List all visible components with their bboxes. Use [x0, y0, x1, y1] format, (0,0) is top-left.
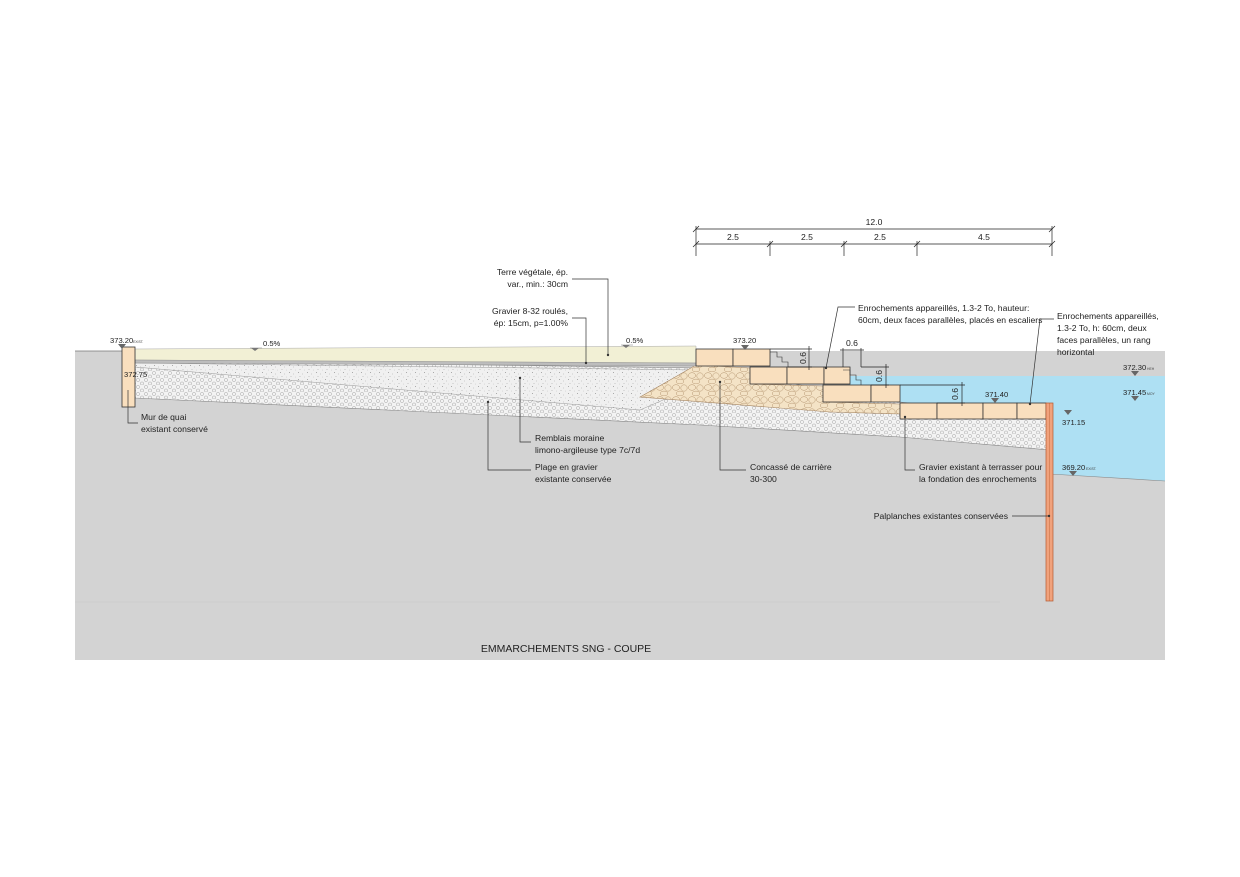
dim-segment-4: 4.5 — [978, 232, 990, 242]
slope-left: 0.5% — [263, 339, 281, 348]
level-high-water: 372.30 — [1123, 363, 1146, 372]
label-existing-gravel-l2: la fondation des enrochements — [919, 474, 1037, 484]
label-quay-wall-l2: existant conservé — [141, 424, 208, 434]
label-topsoil-l1: Terre végétale, ép. — [497, 267, 568, 277]
dim-segment-2: 2.5 — [801, 232, 813, 242]
rock-blocks-steps — [695, 348, 1047, 420]
label-rock-row-l2: 1.3-2 To, h: 60cm, deux — [1057, 323, 1147, 333]
dim-block-height-3: 0.6 — [950, 388, 960, 400]
level-mean-water-suffix: MOY — [1147, 392, 1155, 396]
step-outline — [770, 351, 789, 367]
dim-segment-3: 2.5 — [874, 232, 886, 242]
label-gravel-l2: ép: 15cm, p=1.00% — [494, 318, 569, 328]
dimension-chain — [692, 225, 1056, 256]
leader-lines — [127, 278, 1054, 517]
label-crushed-l2: 30-300 — [750, 474, 777, 484]
label-beach-l2: existante conservée — [535, 474, 612, 484]
label-topsoil-l2: var., min.: 30cm — [507, 279, 568, 289]
dim-total: 12.0 — [866, 217, 883, 227]
level-markers — [118, 344, 1139, 476]
level-sheet-pile-top: 371.15 — [1062, 418, 1085, 427]
dim-segment-1: 2.5 — [727, 232, 739, 242]
level-lake-bottom-suffix: EXIST. — [1086, 467, 1096, 471]
label-existing-gravel-l1: Gravier existant à terrasser pour — [919, 462, 1042, 472]
slope-right: 0.5% — [626, 336, 644, 345]
label-beach-l1: Plage en gravier — [535, 462, 598, 472]
label-quay-wall-l1: Mur de quai — [141, 412, 186, 422]
dim-block-width: 0.6 — [846, 338, 858, 348]
level-step-top: 373.20 — [733, 336, 756, 345]
level-wall-bottom: 372.75 — [124, 370, 147, 379]
label-rock-steps-l1: Enrochements appareillés, 1.3-2 To, haut… — [858, 303, 1029, 313]
label-crushed-l1: Concassé de carrière — [750, 462, 832, 472]
level-mean-water: 371.45 — [1123, 388, 1146, 397]
label-moraine-l2: limono-argileuse type 7c/7d — [535, 445, 640, 455]
label-sheet-piles: Palplanches existantes conservées — [874, 511, 1008, 521]
lake-water — [848, 376, 1165, 481]
drawing-title: EMMARCHEMENTS SNG - COUPE — [481, 643, 651, 655]
label-rock-row-l4: horizontal — [1057, 347, 1094, 357]
label-moraine-l1: Remblais moraine — [535, 433, 604, 443]
level-step-bottom: 371.40 — [985, 390, 1008, 399]
quay-wall — [121, 346, 136, 408]
label-rock-row-l3: faces parallèles, un rang — [1057, 335, 1151, 345]
label-gravel-l1: Gravier 8-32 roulés, — [492, 306, 568, 316]
step-outline-2 — [843, 369, 862, 385]
label-rock-row-l1: Enrochements appareillés, — [1057, 311, 1159, 321]
label-rock-steps-l2: 60cm, deux faces parallèles, placés en e… — [858, 315, 1042, 325]
level-wall-top-suffix: EXIST. — [133, 340, 143, 344]
level-wall-top: 373.20 — [110, 336, 133, 345]
level-lake-bottom: 369.20 — [1062, 463, 1085, 472]
dim-block-height-1: 0.6 — [798, 352, 808, 364]
level-high-water-suffix: HEH — [1147, 367, 1155, 371]
dim-block-height-2: 0.6 — [874, 370, 884, 382]
block-dimensions — [770, 346, 965, 406]
